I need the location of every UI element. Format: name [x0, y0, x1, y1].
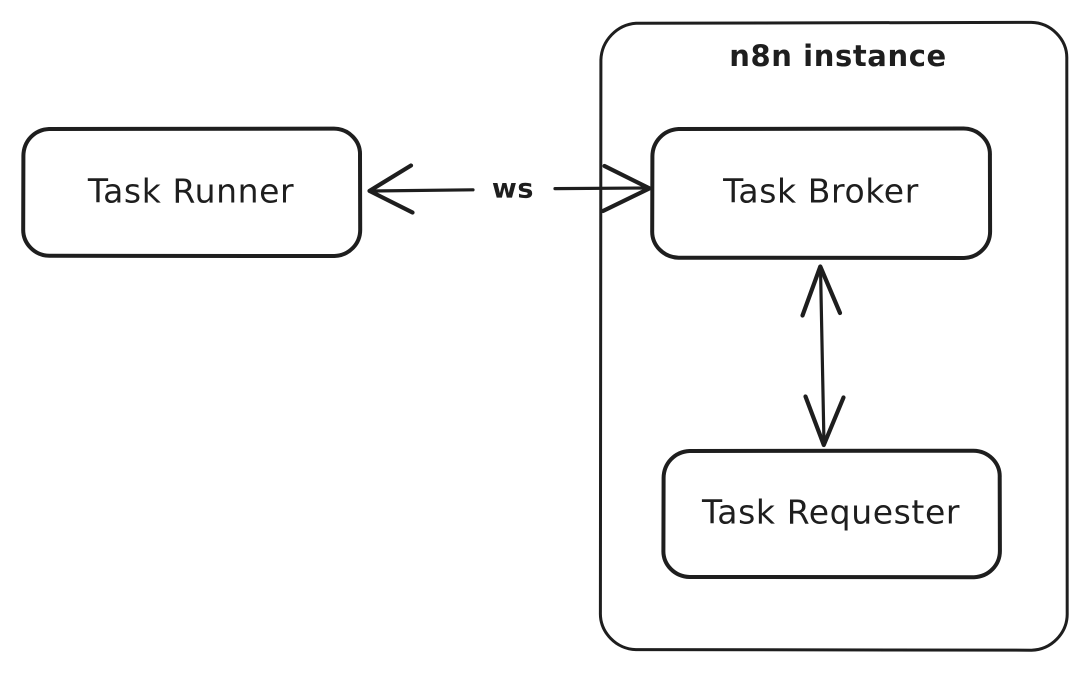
edge-ws-arrowhead-right	[600, 163, 652, 214]
edge-broker-requester-arrowhead-bottom	[803, 394, 846, 448]
node-task-runner[interactable]: Task Runner	[21, 126, 363, 258]
edge-broker-requester-shaft	[818, 265, 826, 446]
edge-ws-arrowhead-left	[367, 163, 415, 215]
node-task-broker-label: Task Broker	[722, 172, 919, 211]
edge-ws-shaft-right	[553, 186, 650, 191]
node-task-broker-outline	[650, 126, 993, 260]
edge-task-broker-task-requester[interactable]	[800, 264, 846, 448]
edge-ws-label: ws	[492, 174, 534, 205]
edge-ws-label-backdrop	[476, 172, 552, 206]
node-task-runner-label: Task Runner	[87, 172, 294, 211]
node-task-requester-label: Task Requester	[701, 493, 960, 532]
node-task-requester[interactable]: Task Requester	[661, 448, 1002, 580]
container-title-label: n8n instance	[729, 39, 947, 73]
edge-broker-requester-arrowhead-top	[800, 264, 843, 318]
node-task-runner-outline	[21, 126, 363, 258]
node-task-broker[interactable]: Task Broker	[650, 126, 993, 260]
node-task-requester-outline	[661, 448, 1002, 580]
edge-ws-shaft-left	[368, 188, 475, 193]
edge-task-runner-task-broker[interactable]: ws	[367, 163, 652, 215]
